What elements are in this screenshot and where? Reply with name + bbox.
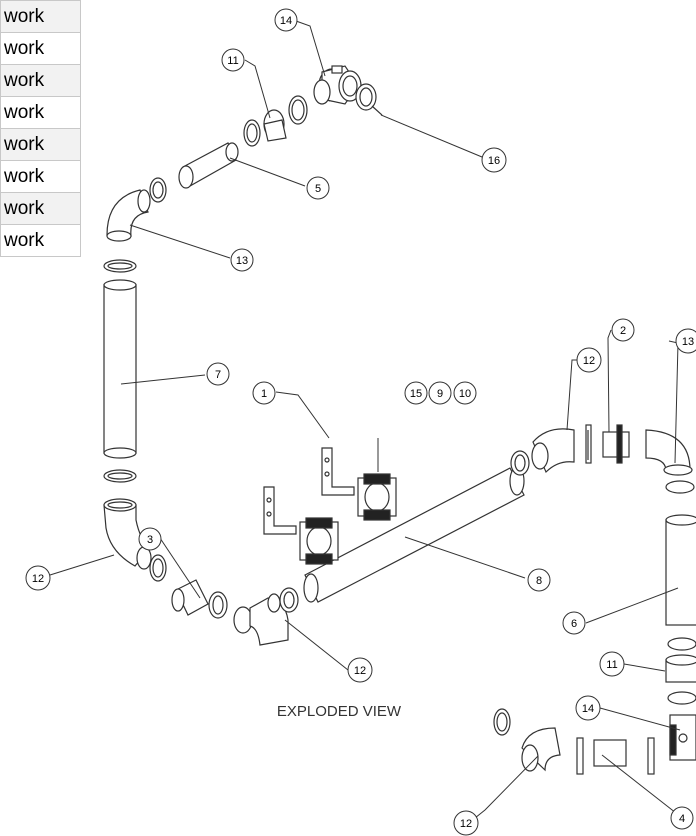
pipe-6 [665,514,696,626]
table-row: work [0,160,81,193]
pipe-parts [103,65,696,775]
table-cell: work [0,96,81,129]
callout-11-top: 11 [221,48,245,72]
callout-12-left: 12 [25,565,51,591]
svg-text:11: 11 [606,659,617,671]
callout-12-bottom: 12 [453,810,479,836]
callout-14-top: 14 [274,8,298,32]
elbow-12-bottom [493,708,561,772]
exploded-view-title: EXPLODED VIEW [277,703,402,720]
svg-text:5: 5 [315,183,321,195]
callout-1: 1 [252,381,276,405]
table-row: work [0,32,81,65]
svg-text:2: 2 [620,325,626,337]
callout-3: 3 [138,527,162,551]
svg-text:14: 14 [582,703,594,715]
svg-text:3: 3 [147,534,153,546]
callout-5: 5 [306,176,330,200]
coupling-3 [171,579,209,616]
adapter-4 [593,739,627,767]
svg-text:8: 8 [536,575,542,587]
callout-6: 6 [562,611,586,635]
callout-12-right: 12 [576,347,602,373]
svg-text:11: 11 [227,55,238,67]
table-cell: work [0,64,81,97]
callout-bubbles: 14 11 16 5 13 7 1 15 9 10 8 12 3 12 12 2… [25,8,696,836]
callout-4: 4 [670,806,694,830]
pipe-5 [178,142,239,189]
callout-14-right: 14 [575,695,601,721]
elbow-13-top [106,189,151,242]
callout-9: 9 [428,381,452,405]
table-cell: work [0,192,81,225]
svg-text:1: 1 [261,388,267,400]
callout-13-right: 13 [675,328,696,354]
callout-13-top: 13 [230,248,254,272]
table-row: work [0,192,81,225]
callout-11-right: 11 [599,651,625,677]
elbow-12-left [103,498,152,570]
coupling-11-right [665,654,696,683]
svg-text:14: 14 [280,15,292,27]
svg-text:9: 9 [437,388,443,400]
table-cell: work [0,128,81,161]
table-row: work [0,0,81,33]
callout-16: 16 [481,147,507,173]
pipe-8 [303,466,525,603]
svg-text:10: 10 [459,388,471,400]
svg-text:13: 13 [682,336,694,348]
svg-text:16: 16 [488,155,500,167]
table-cell: work [0,160,81,193]
callout-15: 15 [404,381,428,405]
elbow-12-right-top [510,424,592,476]
elbow-13-right [645,429,693,476]
svg-text:12: 12 [32,573,44,585]
svg-text:7: 7 [215,369,221,381]
table-row: work [0,224,81,257]
wall-brackets-1 [263,447,355,535]
callout-10: 10 [453,381,477,405]
svg-text:6: 6 [571,618,577,630]
table-cell: work [0,32,81,65]
leader-lines [49,20,681,819]
clamp-rings-top [243,83,383,147]
work-list-table: work work work work work work work work [0,0,81,257]
table-row: work [0,96,81,129]
pipe-7 [103,279,137,459]
adapter-2 [602,431,630,458]
table-cell: work [0,224,81,257]
table-row: work [0,64,81,97]
tee-fitting-right [669,714,696,761]
svg-text:12: 12 [583,355,595,367]
callout-12-middle: 12 [347,657,373,683]
svg-text:13: 13 [236,255,248,267]
tee-fitting-top [313,65,362,105]
svg-text:12: 12 [460,818,472,830]
svg-text:15: 15 [410,388,422,400]
callout-2: 2 [611,318,635,342]
elbow-12-middle [233,593,289,646]
callout-7: 7 [206,362,230,386]
table-cell: work [0,0,81,33]
svg-text:4: 4 [679,813,685,825]
table-row: work [0,128,81,161]
svg-text:12: 12 [354,665,366,677]
callout-8: 8 [527,568,551,592]
pipe-clamps-15 [299,473,397,565]
